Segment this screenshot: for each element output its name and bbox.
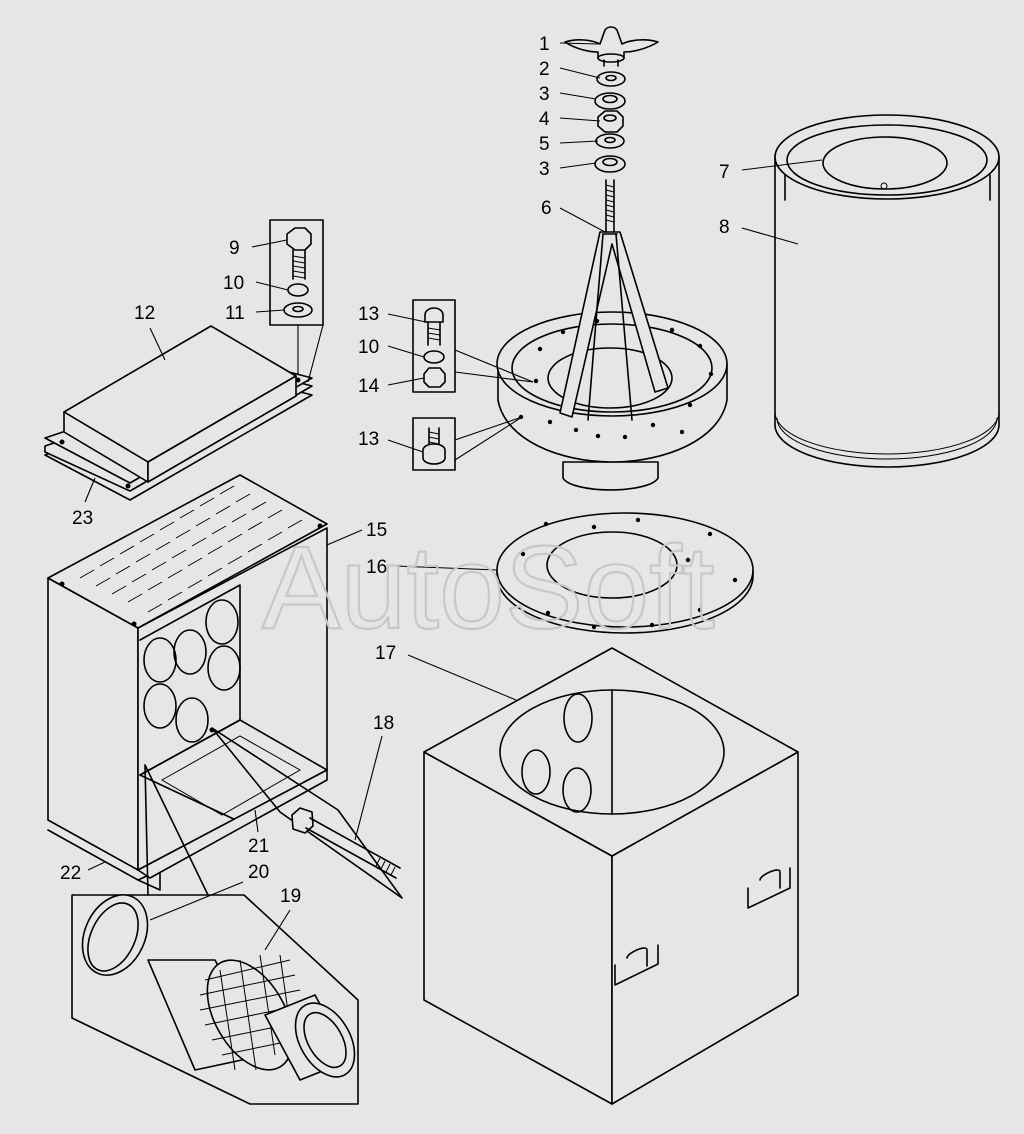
callout-3b: 3 (539, 159, 550, 180)
callout-16: 16 (366, 557, 387, 578)
callout-11: 11 (225, 303, 245, 324)
callout-20: 20 (248, 862, 269, 883)
callout-13: 13 (358, 304, 379, 325)
filter-element-cylinder (774, 114, 1000, 468)
callout-22: 22 (60, 863, 81, 884)
bolt-18 (211, 727, 403, 899)
callout-5: 5 (539, 134, 550, 155)
top-slots (79, 485, 303, 613)
callout-7: 7 (719, 162, 730, 183)
inlet-assembly (71, 764, 359, 1105)
cover-plate-12 (44, 325, 313, 501)
callout-14: 14 (358, 376, 380, 397)
callout-3: 3 (539, 84, 550, 105)
watermark: AutoSoft (262, 522, 715, 654)
housing-15 (47, 474, 328, 891)
callout-21: 21 (248, 836, 269, 857)
callout-labels: 1 2 3 4 5 3 6 7 8 9 10 11 12 13 10 14 13… (60, 34, 730, 907)
callout-15: 15 (366, 520, 387, 541)
callout-4: 4 (539, 109, 550, 130)
callout-1: 1 (539, 34, 550, 55)
wing-nut-stack (564, 26, 659, 173)
callout-9: 9 (229, 238, 240, 259)
callout-23: 23 (72, 508, 93, 529)
cover-assembly (496, 179, 728, 491)
leader-lines (84, 42, 823, 951)
callout-13b: 13 (358, 429, 379, 450)
callout-18: 18 (373, 713, 394, 734)
box-17 (423, 647, 799, 1105)
callout-19: 19 (280, 886, 301, 907)
callout-6: 6 (541, 198, 552, 219)
fastener-set-9-11 (269, 219, 324, 326)
gasket-16 (496, 512, 754, 634)
callout-17: 17 (375, 643, 396, 664)
callout-12: 12 (134, 303, 155, 324)
fastener-set-13-14 (412, 299, 456, 471)
callout-10: 10 (223, 273, 244, 294)
callout-10b: 10 (358, 337, 379, 358)
callout-8: 8 (719, 217, 730, 238)
callout-2: 2 (539, 59, 550, 80)
